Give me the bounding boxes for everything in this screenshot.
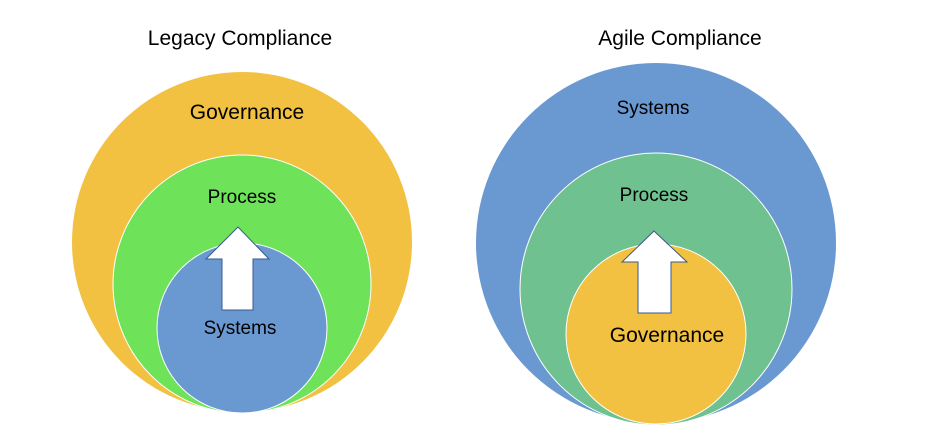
- legacy-diagram: Legacy Compliance Governance Process Sys…: [72, 27, 412, 414]
- agile-inner-label: Governance: [610, 324, 724, 347]
- arrow-up-icon: [204, 226, 271, 311]
- legacy-inner-label: Systems: [204, 318, 277, 339]
- agile-title: Agile Compliance: [598, 27, 761, 50]
- arrow-up-icon: [620, 230, 689, 314]
- legacy-middle-label: Process: [208, 187, 277, 208]
- agile-middle-label: Process: [620, 185, 689, 206]
- legacy-outer-label: Governance: [190, 101, 304, 124]
- agile-diagram: Agile Compliance Systems Process Governa…: [476, 27, 836, 425]
- agile-outer-label: Systems: [617, 98, 690, 119]
- legacy-title: Legacy Compliance: [148, 27, 332, 50]
